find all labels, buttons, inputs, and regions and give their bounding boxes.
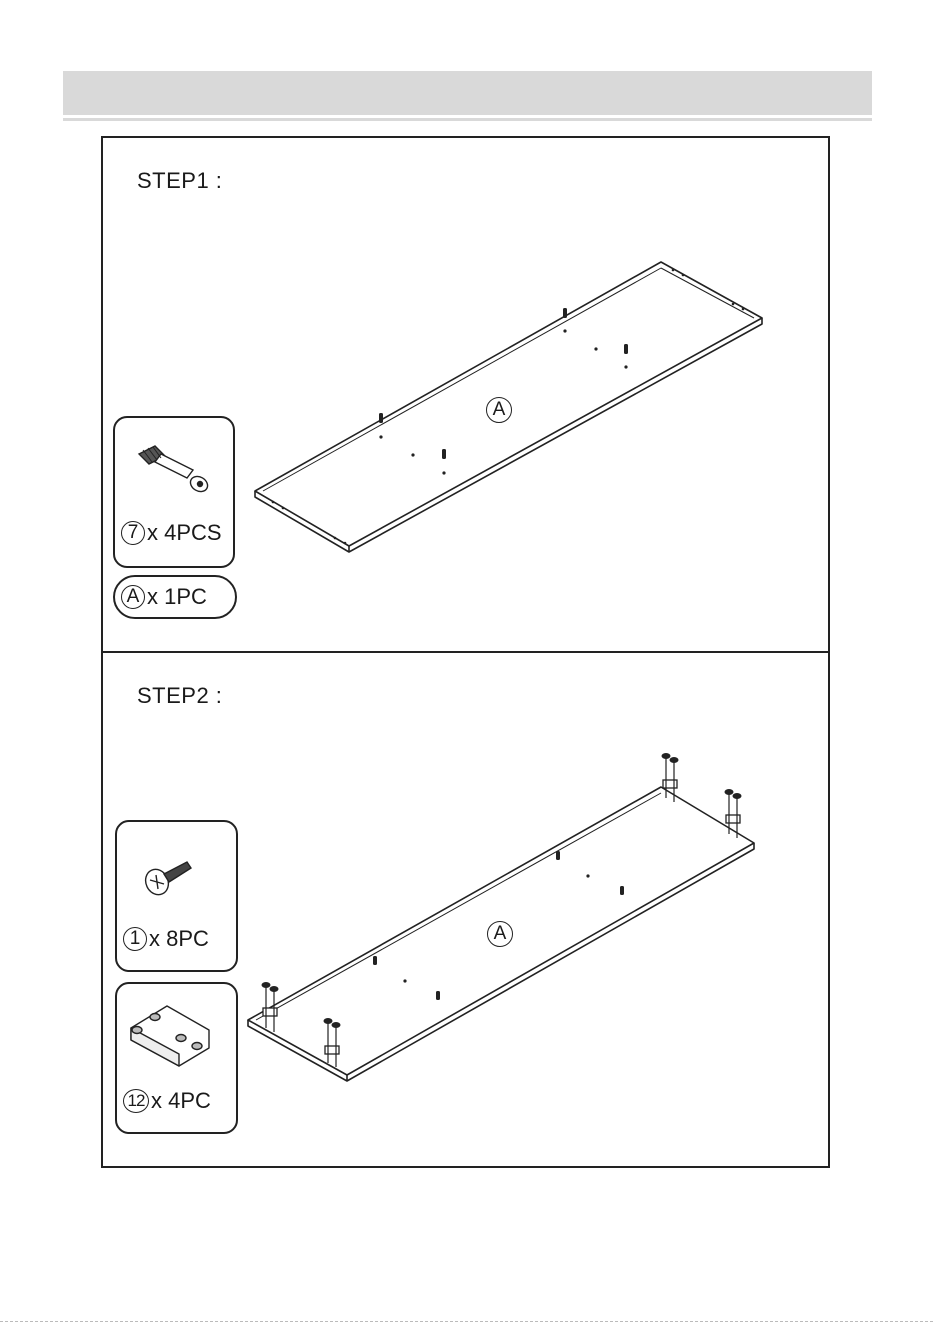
step2-panel-label: A <box>487 921 513 947</box>
panel-a-quantity: A x 1PC <box>121 584 207 610</box>
step1-panel: STEP1 : <box>101 136 830 653</box>
part-number: 12 <box>123 1089 149 1113</box>
header-rule <box>63 118 872 121</box>
l-bracket-icon <box>117 984 236 1084</box>
header-bar <box>63 71 872 115</box>
l-bracket-quantity: 12 x 4PC <box>123 1088 211 1114</box>
quantity-label: x 4PC <box>151 1088 211 1114</box>
part-box-screw: 1 x 8PC <box>115 820 238 972</box>
page-bottom-edge <box>0 1321 933 1323</box>
part-box-cam-bolt: 7 x 4PCS <box>113 416 235 568</box>
quantity-label: x 1PC <box>147 584 207 610</box>
part-number: 7 <box>121 521 145 545</box>
cam-bolt-icon <box>115 418 233 518</box>
part-box-panel-a: A x 1PC <box>113 575 237 619</box>
part-letter: A <box>121 585 145 609</box>
step2-panel: STEP2 : <box>101 651 830 1168</box>
quantity-label: x 8PC <box>149 926 209 952</box>
cam-bolt-quantity: 7 x 4PCS <box>121 520 222 546</box>
part-number: 1 <box>123 927 147 951</box>
step1-panel-label: A <box>486 397 512 423</box>
screw-icon <box>117 822 236 922</box>
part-box-l-bracket: 12 x 4PC <box>115 982 238 1134</box>
quantity-label: x 4PCS <box>147 520 222 546</box>
screw-quantity: 1 x 8PC <box>123 926 209 952</box>
